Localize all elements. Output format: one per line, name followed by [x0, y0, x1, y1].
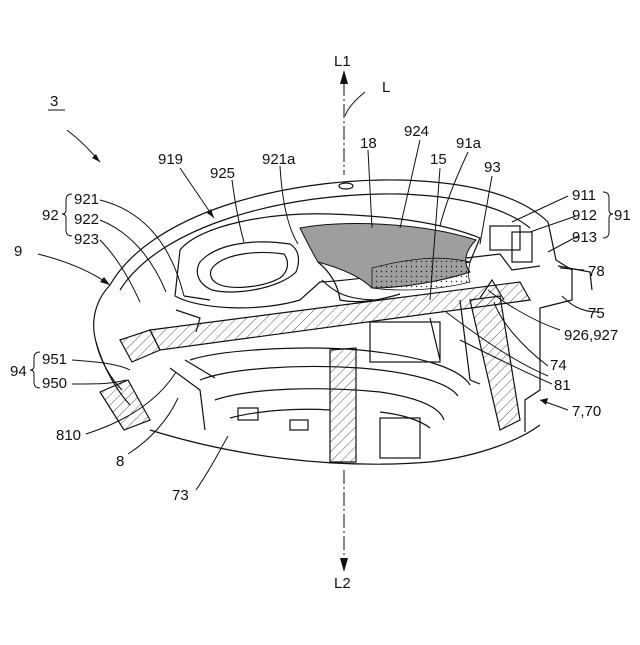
label-810: 810 [56, 427, 81, 444]
label-15: 15 [430, 151, 447, 168]
label-93: 93 [484, 159, 501, 176]
device-body [94, 180, 592, 464]
label-l: L [382, 79, 390, 96]
label-922: 922 [74, 211, 99, 228]
shaft [330, 348, 356, 462]
label-91: 91 [614, 207, 631, 224]
label-919: 919 [158, 151, 183, 168]
label-l1: L1 [334, 53, 351, 70]
label-l2: L2 [334, 575, 351, 592]
label-8: 8 [116, 453, 124, 470]
label-921: 921 [74, 191, 99, 208]
label-7-70: 7,70 [572, 403, 601, 420]
label-9: 9 [14, 243, 22, 260]
label-94: 94 [10, 363, 27, 380]
top-hole [339, 183, 353, 189]
arrow-up-icon [340, 70, 348, 84]
arrow-down-icon [340, 558, 348, 572]
label-925: 925 [210, 165, 235, 182]
label-912: 912 [572, 207, 597, 224]
label-92: 92 [42, 207, 59, 224]
label-fig: 3 [50, 93, 58, 110]
label-950: 950 [42, 375, 67, 392]
label-81: 81 [554, 377, 571, 394]
label-75: 75 [588, 305, 605, 322]
label-78: 78 [588, 263, 605, 280]
label-18: 18 [360, 135, 377, 152]
label-921a: 921a [262, 151, 296, 168]
label-923: 923 [74, 231, 99, 248]
label-924: 924 [404, 123, 429, 140]
label-73: 73 [172, 487, 189, 504]
label-951: 951 [42, 351, 67, 368]
label-926-927: 926,927 [564, 327, 618, 344]
label-91a: 91a [456, 135, 482, 152]
label-74: 74 [550, 357, 567, 374]
label-911: 911 [572, 187, 596, 204]
label-913: 913 [572, 229, 597, 246]
